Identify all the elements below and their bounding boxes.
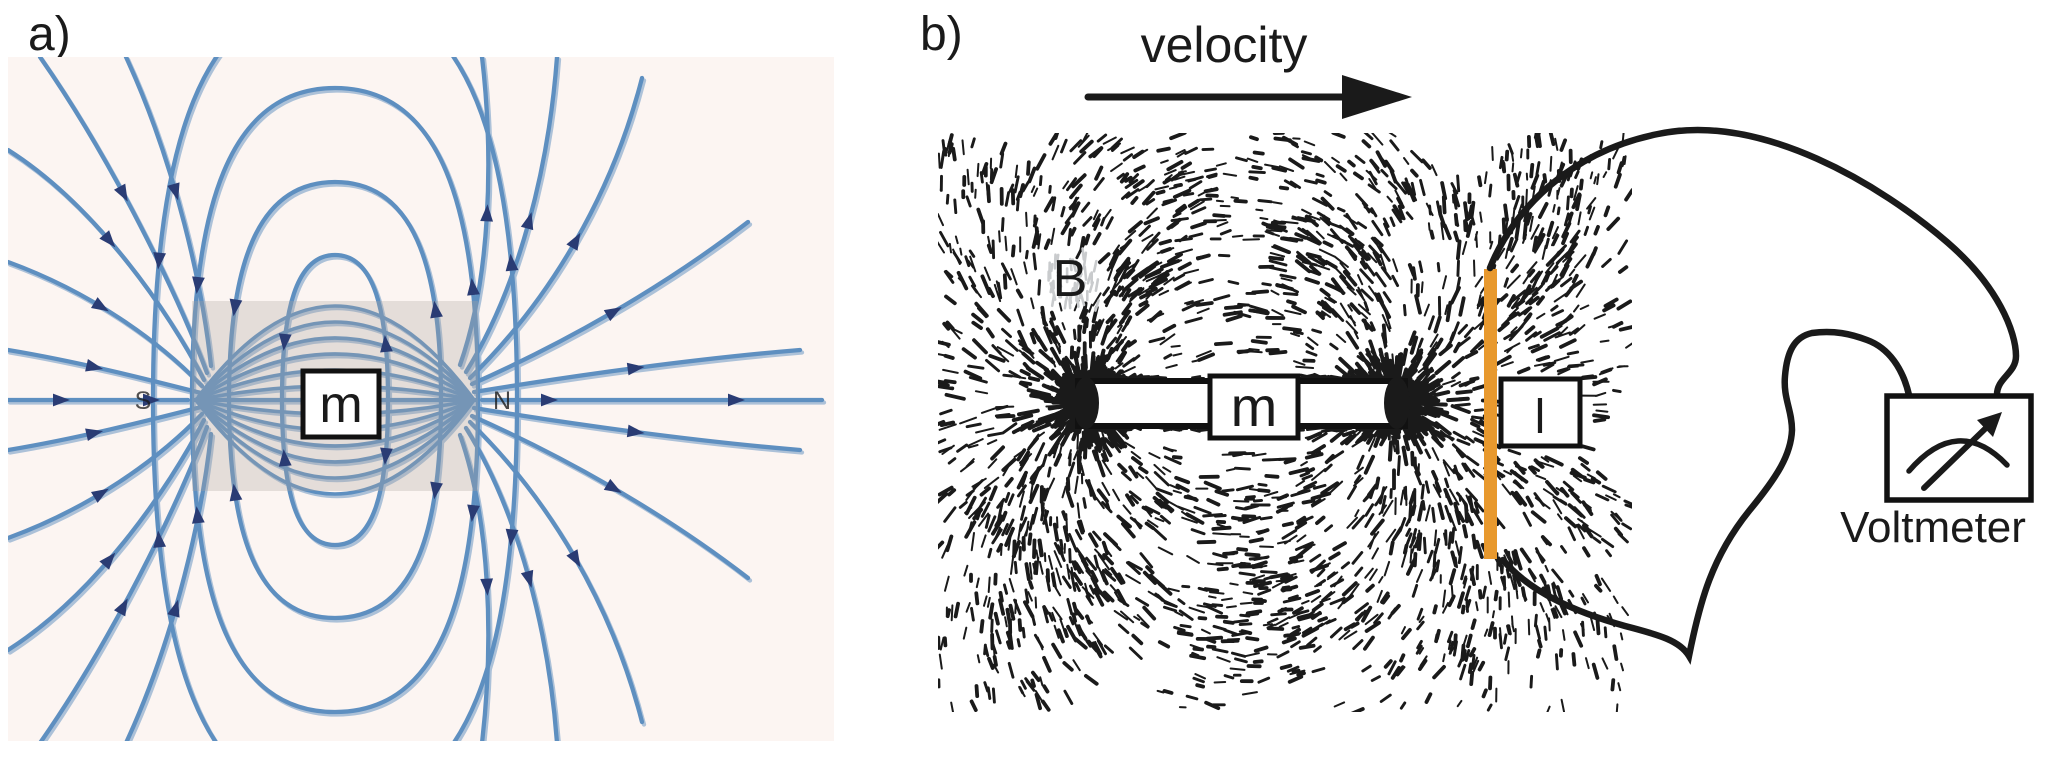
field-line xyxy=(279,397,391,548)
field-line xyxy=(8,147,207,383)
magnet-label-a: m xyxy=(319,376,362,434)
rod-label-box xyxy=(1498,376,1583,449)
voltmeter-label: Voltmeter xyxy=(1840,503,2026,552)
voltmeter: Voltmeter xyxy=(1840,393,2034,552)
ghost-filings xyxy=(1047,247,1100,312)
panel-b: b) velocity B m l xyxy=(920,8,2034,712)
field-line xyxy=(150,397,520,741)
velocity-label: velocity xyxy=(1141,17,1308,73)
field-line xyxy=(194,304,476,402)
rod-label: l xyxy=(1535,391,1546,444)
panel-a-label: a) xyxy=(28,8,71,61)
field-line xyxy=(194,336,476,402)
pole-filings-clumps xyxy=(1073,377,1410,429)
field-line xyxy=(194,398,476,480)
magnet-label-box-b xyxy=(1207,373,1301,441)
magnet-label-box-a xyxy=(300,368,382,440)
meter-dial-icon xyxy=(1906,412,2010,491)
field-line xyxy=(37,57,210,376)
field-line xyxy=(279,252,391,403)
field-line xyxy=(8,347,204,396)
field-line xyxy=(38,424,210,741)
field-line xyxy=(124,431,214,741)
field-line xyxy=(471,347,803,395)
field-line xyxy=(150,57,520,403)
field-line xyxy=(194,352,476,402)
wire-top xyxy=(1486,126,2020,400)
field-line xyxy=(194,320,476,402)
field-line xyxy=(194,398,476,496)
field-line xyxy=(189,85,481,403)
wire-bottom xyxy=(1499,328,1913,665)
magnet-label-b: m xyxy=(1231,375,1278,438)
field-line xyxy=(123,57,214,369)
panel-a: a) xyxy=(8,8,834,741)
north-pole-label: N xyxy=(493,387,511,415)
south-pole-label: S xyxy=(135,387,152,415)
velocity-arrow-icon xyxy=(1084,75,1412,119)
field-line xyxy=(8,404,204,453)
field-line xyxy=(226,179,444,403)
field-arrowheads xyxy=(53,182,745,618)
panel-b-label: b) xyxy=(920,8,963,61)
field-line xyxy=(189,397,481,715)
conducting-rod xyxy=(1484,269,1497,559)
field-line xyxy=(194,398,476,464)
field-B-label: B xyxy=(1053,250,1088,308)
field-line xyxy=(8,259,205,389)
field-line xyxy=(194,398,476,448)
field-line xyxy=(8,411,205,541)
field-line xyxy=(226,397,444,621)
voltmeter-box xyxy=(1884,393,2034,503)
field-line xyxy=(8,417,207,653)
field-line xyxy=(471,405,803,453)
